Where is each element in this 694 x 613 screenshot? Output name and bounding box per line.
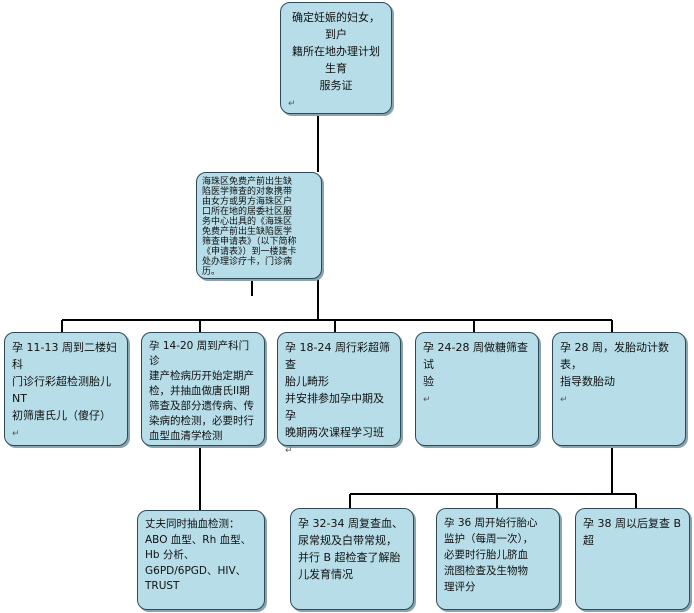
node-hospital: 海珠区免费产前出生缺 陷医学筛查的对象携带 由女方或男方海珠区户 口所在地的居委… [196, 172, 322, 279]
paragraph-mark: ↵ [288, 99, 296, 109]
node-stage-18-24-text: 孕 18-24 周行彩超筛查 胎儿畸形 并安排参加孕中期及孕 晚期两次课程学习班 [285, 341, 390, 439]
node-check-38-text: 孕 38 周以后复查 B 超 [583, 517, 682, 547]
node-check-38: 孕 38 周以后复查 B 超 [575, 508, 690, 610]
paragraph-mark: ↵ [560, 395, 568, 405]
node-check-36-text: 孕 36 周开始行胎心 监护（每周一次）， 必要时行胎儿脐血 流图检查及生物物 … [444, 517, 538, 593]
node-root-text: 确定妊娠的妇女，到户 籍所在地办理计划生育 服务证 [292, 11, 380, 92]
node-stage-24-28: 孕 24-28 周做糖筛查试 验 ↵ [415, 332, 539, 446]
node-hospital-text: 海珠区免费产前出生缺 陷医学筛查的对象携带 由女方或男方海珠区户 口所在地的居委… [202, 177, 297, 277]
node-stage-14-20: 孕 14-20 周到产科门诊 建产检病历开始定期产 检，并抽血做唐氏II期 筛查… [141, 332, 265, 446]
node-check-32-34-text: 孕 32-34 周复查血、 尿常规及白带常规， 并行 B 超检查了解胎 儿发育情… [298, 517, 403, 581]
node-check-36: 孕 36 周开始行胎心 监护（每周一次）， 必要时行胎儿脐血 流图检查及生物物 … [436, 508, 560, 610]
node-stage-11-13: 孕 11-13 周到二楼妇科 门诊行彩超检测胎儿 NT 初筛唐氏儿（傻仔） ↵ [4, 332, 128, 446]
paragraph-mark: ↵ [423, 395, 431, 405]
node-stage-28-text: 孕 28 周，发胎动计数表， 指导数胎动 [560, 341, 669, 388]
node-husband-test: 丈夫同时抽血检测： ABO 血型、Rh 血型、 Hb 分析、 G6PD/6PGD… [137, 510, 265, 610]
node-stage-24-28-text: 孕 24-28 周做糖筛查试 验 [423, 341, 528, 388]
node-stage-11-13-text: 孕 11-13 周到二楼妇科 门诊行彩超检测胎儿 NT 初筛唐氏儿（傻仔） [12, 341, 117, 422]
node-husband-test-text: 丈夫同时抽血检测： ABO 血型、Rh 血型、 Hb 分析、 G6PD/6PGD… [145, 518, 252, 592]
node-stage-14-20-text: 孕 14-20 周到产科门诊 建产检病历开始定期产 检，并抽血做唐氏II期 筛查… [149, 340, 254, 442]
paragraph-mark: ↵ [12, 429, 20, 439]
paragraph-mark: ↵ [285, 446, 293, 456]
node-stage-28: 孕 28 周，发胎动计数表， 指导数胎动 ↵ [552, 332, 686, 446]
node-root: 确定妊娠的妇女，到户 籍所在地办理计划生育 服务证 ↵ [280, 2, 392, 114]
node-stage-18-24: 孕 18-24 周行彩超筛查 胎儿畸形 并安排参加孕中期及孕 晚期两次课程学习班… [277, 332, 401, 456]
node-check-32-34: 孕 32-34 周复查血、 尿常规及白带常规， 并行 B 超检查了解胎 儿发育情… [290, 508, 414, 610]
